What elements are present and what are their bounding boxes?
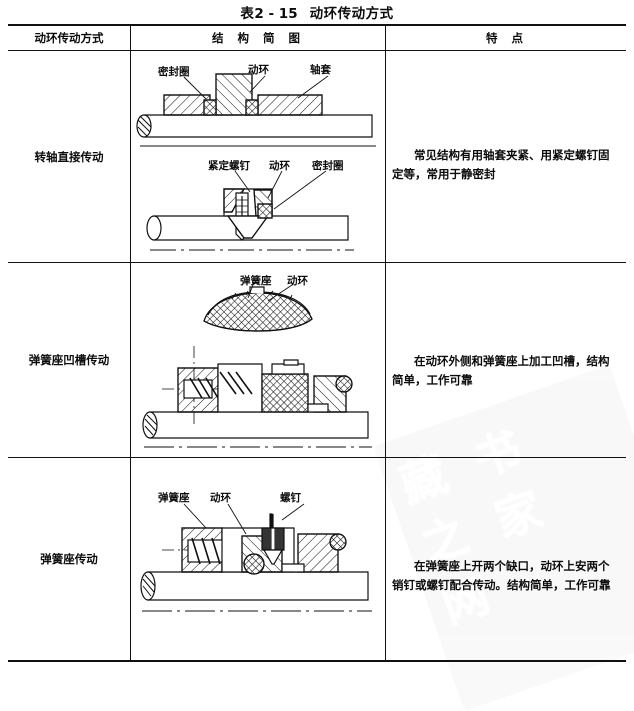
method-label: 弹簧座凹槽传动 — [28, 353, 110, 367]
diagram-set-screw: 紧定螺钉 动环 密封圈 — [132, 152, 385, 262]
diagram-sleeve-clamp: 密封圈 动环 轴套 — [132, 54, 385, 154]
diagram-groove-assembly — [132, 342, 385, 454]
column-header-label: 动环传动方式 — [34, 31, 104, 45]
callout-rotating-ring: 动环 — [248, 64, 269, 76]
data-table: 动环传动方式 结 构 简 图 特 点 转轴直接传动 常见结构有用轴套夹紧、用紧定… — [8, 24, 626, 662]
table-row-1-method: 转轴直接传动 — [8, 51, 130, 262]
table-bottom-border — [8, 660, 626, 662]
diagram-groove-detail-drawing — [203, 284, 313, 332]
table-top-border — [8, 24, 626, 26]
callout-screw: 螺钉 — [280, 492, 301, 504]
callout-spring-seat: 弹簧座 — [158, 492, 190, 504]
diagram-pin-screw-assembly: 弹簧座 动环 螺钉 — [132, 472, 385, 632]
diagram-set-screw-drawing — [146, 170, 354, 251]
diagram-groove-assembly-drawing — [142, 346, 372, 448]
column-divider-2 — [385, 26, 387, 661]
table-row-3-features: 在弹簧座上开两个缺口，动环上安两个销钉或螺钉配合传动。结构简单，工作可靠 — [392, 559, 611, 592]
caption-prefix: 表 — [240, 6, 255, 22]
callout-set-screw: 紧定螺钉 — [208, 160, 250, 172]
caption-title: 动环传动方式 — [309, 6, 394, 22]
callout-rotating-ring: 动环 — [269, 160, 290, 172]
diagram-groove-detail: 弹簧座 动环 — [132, 269, 385, 349]
callout-shaft-sleeve: 轴套 — [310, 64, 331, 76]
method-label: 转轴直接传动 — [34, 149, 104, 164]
caption-number: 2 - 15 — [254, 6, 298, 22]
callout-rotating-ring: 动环 — [287, 275, 308, 287]
method-label: 弹簧座传动 — [40, 552, 98, 566]
callout-spring-seat: 弹簧座 — [240, 275, 272, 287]
column-header-drive-method: 动环传动方式 — [8, 28, 130, 48]
callout-rotating-ring: 动环 — [210, 492, 231, 504]
table-row-1-features: 常见结构有用轴套夹紧、用紧定螺钉固定等，常用于静密封 — [392, 148, 610, 181]
diagram-sleeve-clamp-drawing — [136, 73, 376, 147]
row-separator-1 — [8, 262, 626, 264]
table-row-2-method: 弹簧座凹槽传动 — [8, 263, 130, 457]
table-row-3-method: 弹簧座传动 — [8, 458, 130, 660]
column-header-label: 结 构 简 图 — [211, 31, 305, 45]
column-divider-1 — [130, 26, 132, 661]
table-caption: 表2 - 15 动环传动方式 — [0, 2, 634, 22]
column-header-label: 特 点 — [485, 31, 528, 45]
column-header-structure-diagram: 结 构 简 图 — [132, 28, 385, 48]
diagram-pin-screw-assembly-drawing — [140, 503, 372, 612]
callout-seal-ring: 密封圈 — [158, 66, 190, 78]
row-separator-2 — [8, 457, 626, 459]
table-row-2-features: 在动环外侧和弹簧座上加工凹槽，结构简单，工作可靠 — [392, 354, 610, 387]
column-header-features: 特 点 — [388, 28, 626, 48]
callout-seal-ring: 密封圈 — [312, 160, 344, 172]
table-header-separator — [8, 50, 626, 52]
